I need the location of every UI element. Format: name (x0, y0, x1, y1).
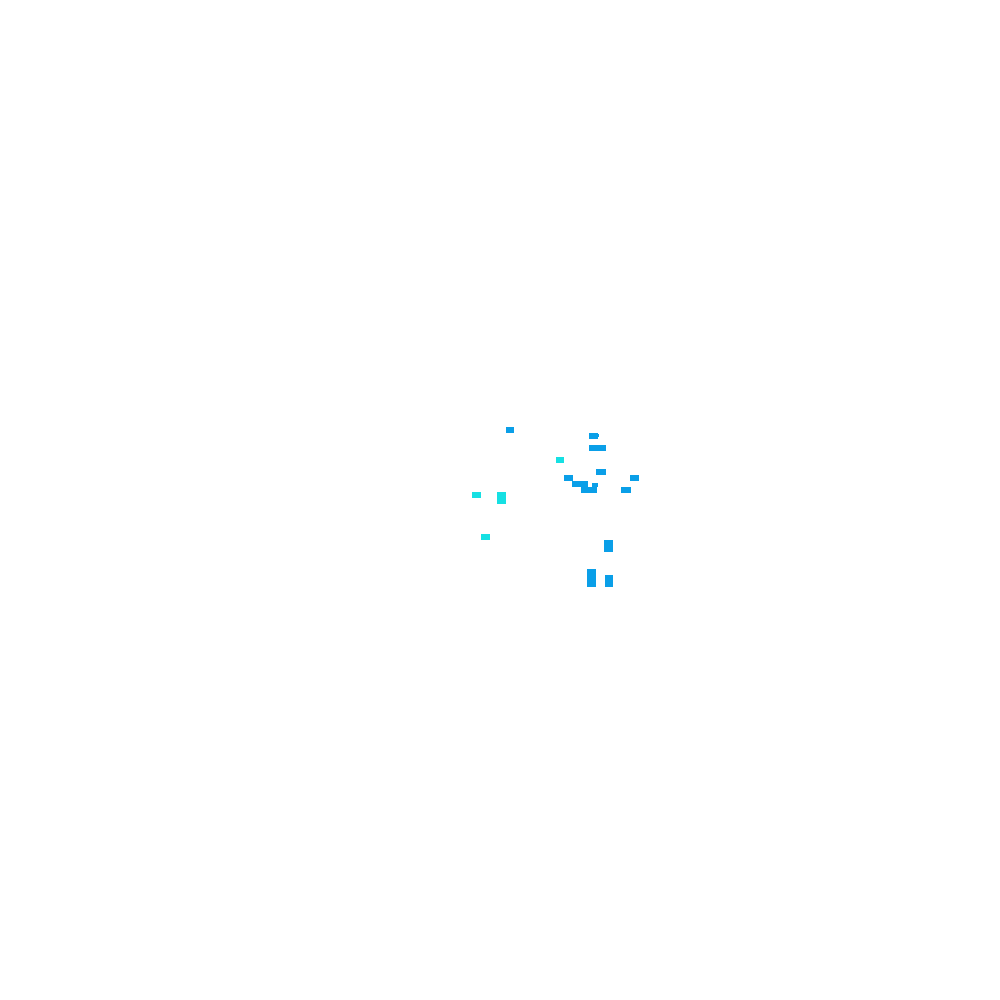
pixel-block (630, 475, 639, 481)
pixel-block (596, 469, 606, 475)
pixel-block (564, 475, 573, 481)
pixel-block (497, 492, 506, 504)
pixel-block (592, 483, 598, 487)
pixel-block (572, 481, 588, 487)
pixel-block (556, 457, 564, 463)
pixel-block (581, 487, 597, 493)
pixel-block (597, 434, 599, 437)
pixel-block (605, 575, 613, 587)
pixel-block (481, 534, 490, 540)
pixel-block (506, 427, 514, 433)
pixel-block (604, 540, 613, 552)
pixel-block (587, 569, 596, 587)
pixel-block (589, 433, 598, 439)
pixel-block (621, 487, 631, 493)
pixel-block (472, 492, 481, 498)
pixel-block (589, 445, 606, 451)
